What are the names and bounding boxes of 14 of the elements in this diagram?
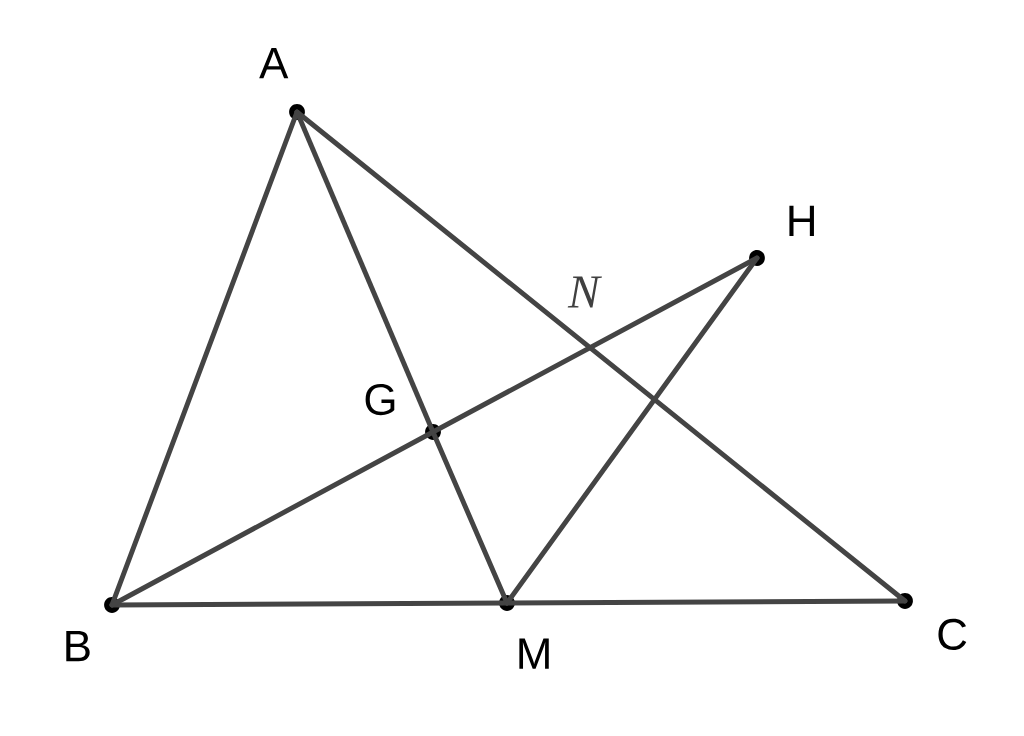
point: H xyxy=(749,205,814,266)
node-label: H xyxy=(789,205,814,236)
node-label: C xyxy=(938,618,967,650)
point: C xyxy=(897,593,967,650)
point: A xyxy=(259,48,305,120)
line-segment xyxy=(504,255,760,606)
node-label: G xyxy=(365,384,395,416)
point: M xyxy=(499,595,549,669)
node-label: A xyxy=(259,48,289,79)
point: G xyxy=(365,384,441,440)
node-label: M xyxy=(519,638,549,669)
point: B xyxy=(66,597,120,662)
point-label: N xyxy=(567,276,602,308)
node-label: B xyxy=(66,630,90,662)
